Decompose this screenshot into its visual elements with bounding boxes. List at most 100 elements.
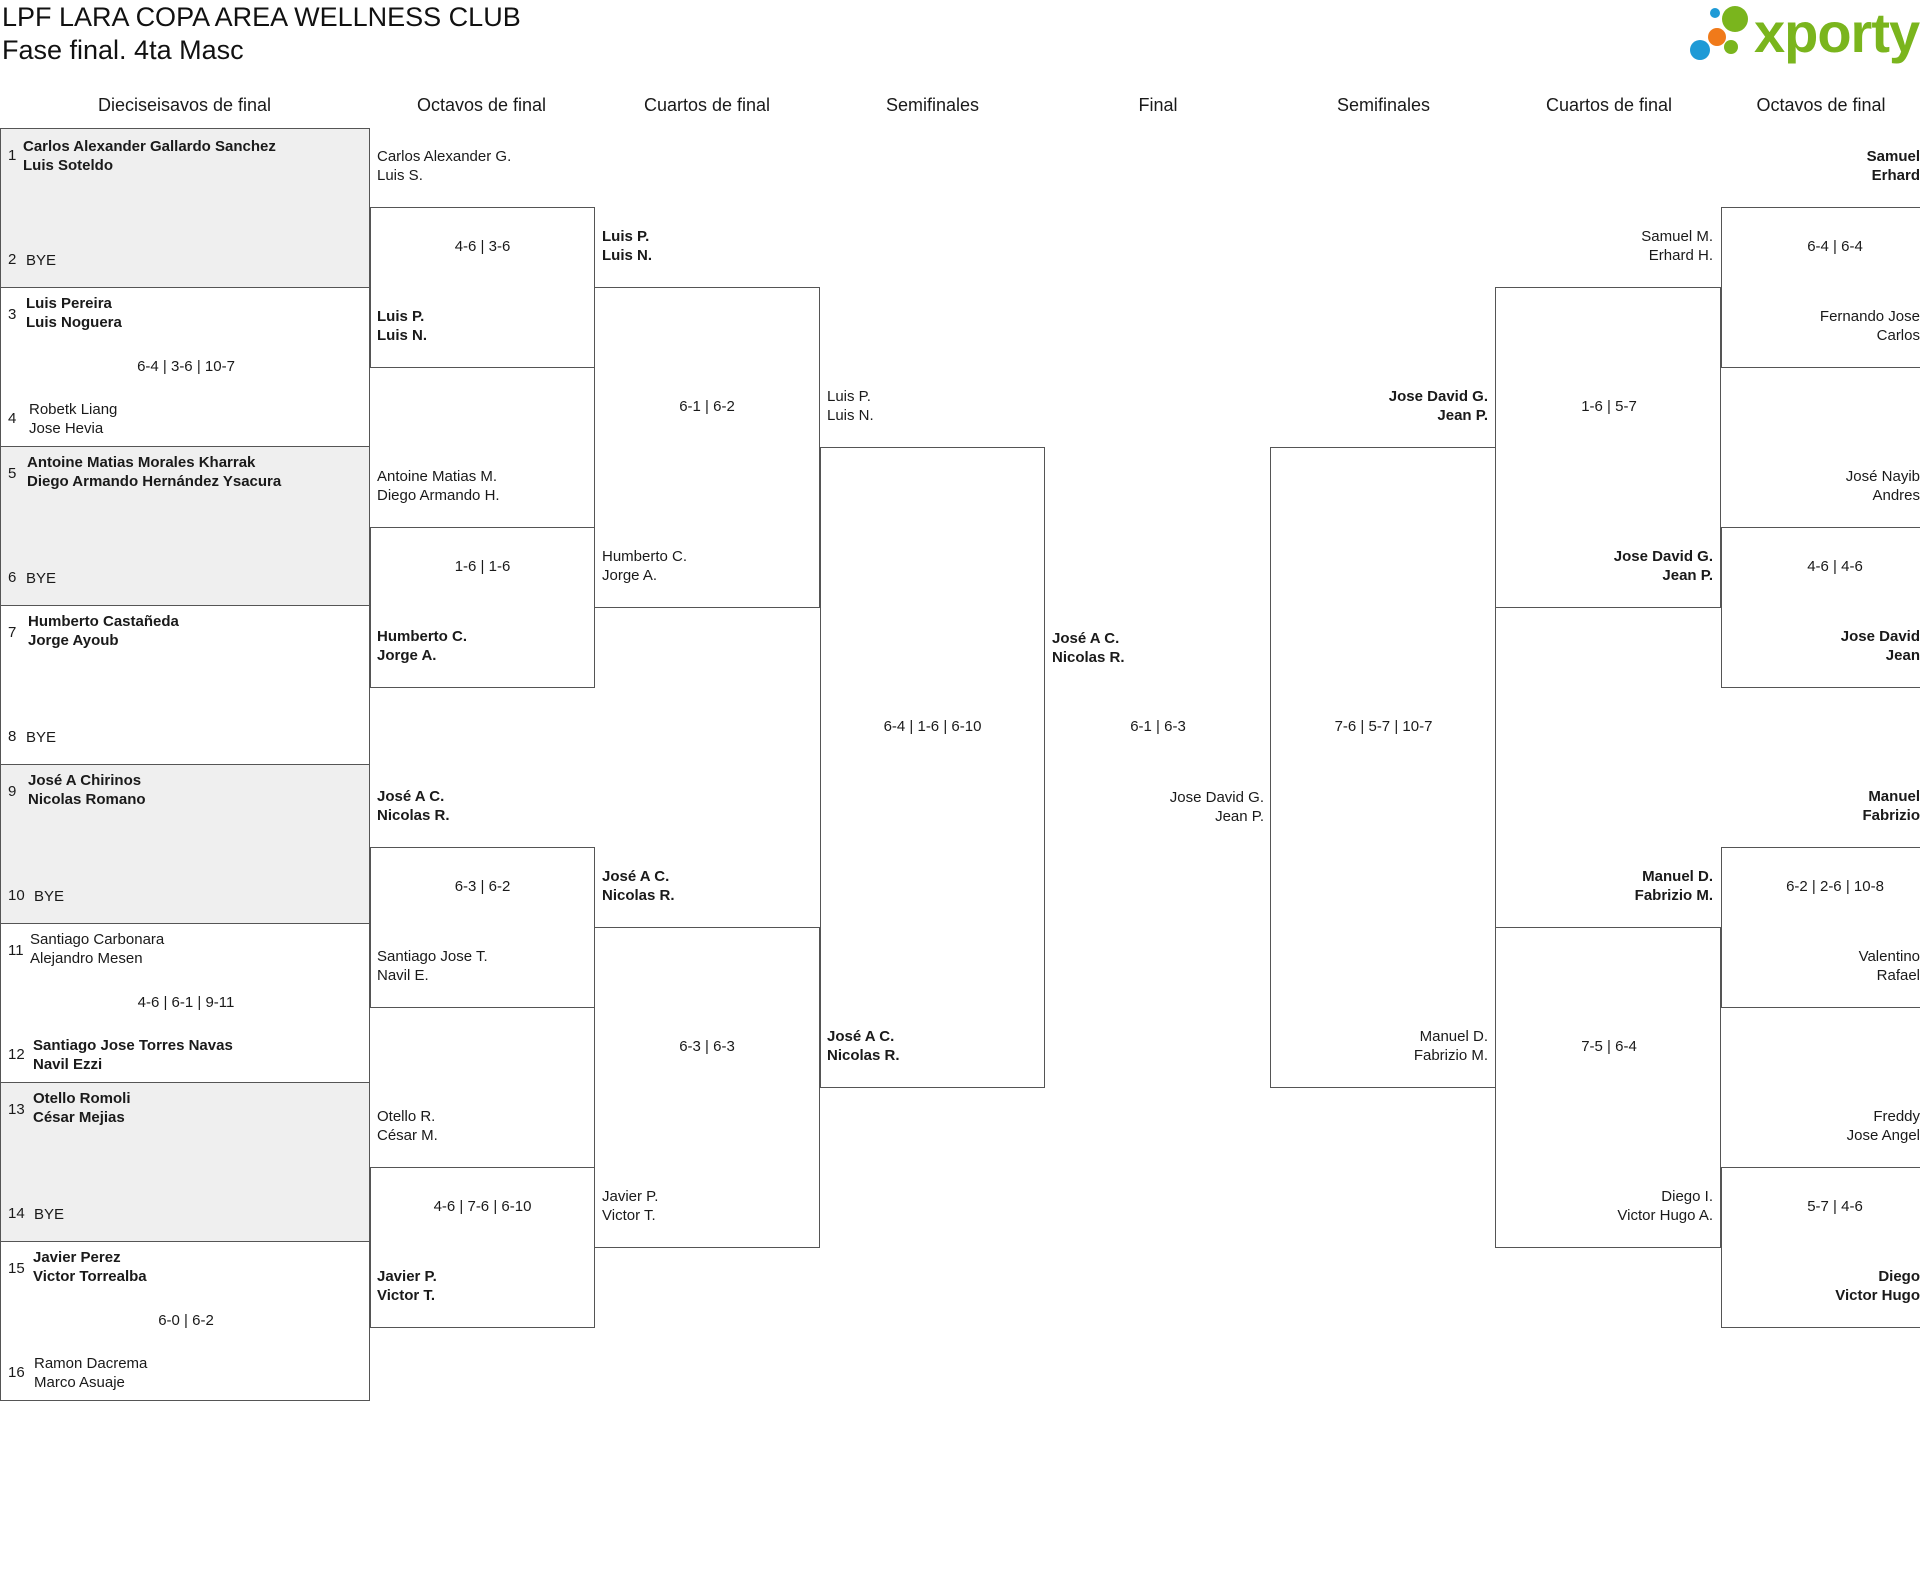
sf-right-match [1270,447,1496,1088]
player-name: Victor Hugo [1835,1287,1920,1304]
player-name: Luis Soteldo [23,157,113,174]
player-name: Nicolas R. [827,1047,900,1064]
player-name: Javier P. [377,1268,437,1285]
player-name: Andres [1872,487,1920,504]
bye-label: BYE [26,570,57,587]
player-name: Nicolas Romano [28,791,146,808]
player-name: Santiago Jose T. [377,948,488,965]
match-score: 4-6 | 3-6 [454,238,511,255]
player-name: Jose David G. [1613,548,1713,565]
player-name: Freddy [1873,1108,1920,1125]
player-name: Carlos Alexander G. [377,148,512,165]
player-name: Luis P. [377,308,425,325]
player-name: Luis N. [827,407,874,424]
player-name: Jean [1885,647,1920,664]
player-name: Marco Asuaje [34,1374,125,1391]
r16-match-7: 13 Otello Romoli César Mejias 14 BYE [0,1082,370,1242]
player-name: Jorge Ayoub [28,632,119,649]
player-name: Jose David G. [1388,388,1488,405]
r16-match-8: 15 Javier Perez Victor Torrealba 6-0 | 6… [0,1241,370,1401]
player-name: Luis Pereira [26,295,112,312]
player-name: Manuel [1868,788,1920,805]
player-name: Manuel D. [1419,1028,1488,1045]
logo-dot-orange [1708,28,1726,46]
match-score: 5-7 | 4-6 [1807,1198,1863,1215]
bye-label: BYE [26,252,57,269]
player-name: Victor T. [377,1287,436,1304]
final-score: 6-1 | 6-3 [1130,718,1186,735]
finalist-name: José A C. [1052,630,1120,647]
player-name: Ramon Dacrema [34,1355,148,1372]
player-name: Victor Hugo A. [1617,1207,1713,1224]
match-score: 1-6 | 5-7 [1581,398,1637,415]
player-name: Fabrizio [1862,807,1920,824]
column-header: Cuartos de final [643,95,771,115]
player-name: Santiago Jose Torres Navas [33,1037,233,1054]
player-name: Jean P. [1437,407,1488,424]
player-name: Alejandro Mesen [30,950,143,967]
logo-dot-green [1722,6,1748,32]
r16-match-2: 3 Luis Pereira Luis Noguera 6-4 | 3-6 | … [0,287,370,447]
player-name: Victor T. [602,1207,656,1224]
player-name: Luis S. [377,167,423,184]
player-name: José A C. [377,788,445,805]
player-name: Rafael [1876,967,1920,984]
column-header: Final [1138,95,1178,115]
player-name: Javier P. [602,1188,659,1205]
match-score: 4-6 | 7-6 | 6-10 [433,1198,532,1215]
player-name: Jorge A. [377,647,437,664]
seed-number: 12 [8,1046,25,1063]
seed-number: 15 [8,1260,25,1277]
player-name: Nicolas R. [602,887,675,904]
r16-match-4: 7 Humberto Castañeda Jorge Ayoub 8 BYE [0,605,370,765]
player-name: Erhard H. [1648,247,1713,264]
bye-label: BYE [34,888,65,905]
finalist-name: Jose David G. [1169,789,1264,806]
bye-label: BYE [26,729,57,746]
seed-number: 3 [8,306,17,323]
r16-match-1: 1 Carlos Alexander Gallardo Sanchez Luis… [0,128,370,288]
qf-right-match-2 [1495,927,1721,1248]
seed-number: 16 [8,1364,25,1381]
finalist-name: Jean P. [1215,808,1264,825]
seed-number: 9 [8,783,17,800]
bye-label: BYE [34,1206,65,1223]
xporty-logo: xporty [1690,0,1920,70]
player-name: Jose David [1840,628,1920,645]
match-score: 6-2 | 2-6 | 10-8 [1786,878,1884,895]
player-name: Jose Angel [1846,1127,1920,1144]
sf-left-match [820,447,1045,1088]
seed-number: 7 [8,624,17,641]
column-header: Dieciseisavos de final [97,95,272,115]
player-name: Nicolas R. [377,807,450,824]
player-name: José Nayib [1845,468,1920,485]
tournament-title: LPF LARA COPA AREA WELLNESS CLUB [2,2,521,32]
oct-right-match-4 [1721,1167,1920,1328]
player-name: José A Chirinos [28,772,142,789]
player-name: Diego Armando H. [377,487,500,504]
player-name: Antoine Matias M. [377,468,498,485]
player-name: Luis N. [377,327,428,344]
seed-number: 1 [8,147,17,164]
player-name: César M. [377,1127,438,1144]
player-name: Luis N. [602,247,653,264]
player-name: Otello Romoli [33,1090,131,1107]
r16-match-6: 11 Santiago Carbonara Alejandro Mesen 4-… [0,923,370,1083]
player-name: Manuel D. [1642,868,1713,885]
qf-left-match-2 [594,927,820,1248]
match-score: 6-3 | 6-2 [454,878,511,895]
seed-number: 4 [8,410,17,427]
match-score: 6-1 | 6-2 [679,398,735,415]
player-name: Samuel M. [1641,228,1713,245]
player-name: Erhard [1871,167,1920,184]
player-name: Carlos [1876,327,1920,344]
match-score: 7-5 | 6-4 [1581,1038,1637,1055]
player-name: Jose Hevia [29,420,104,437]
oct-right-match-3 [1721,847,1920,1008]
player-name: Jean P. [1662,567,1713,584]
player-name: Luis P. [827,388,871,405]
seed-number: 10 [8,887,25,904]
logo-dot-green-small [1724,40,1738,54]
player-name: Fabrizio M. [1413,1047,1488,1064]
player-name: Humberto C. [602,548,688,565]
